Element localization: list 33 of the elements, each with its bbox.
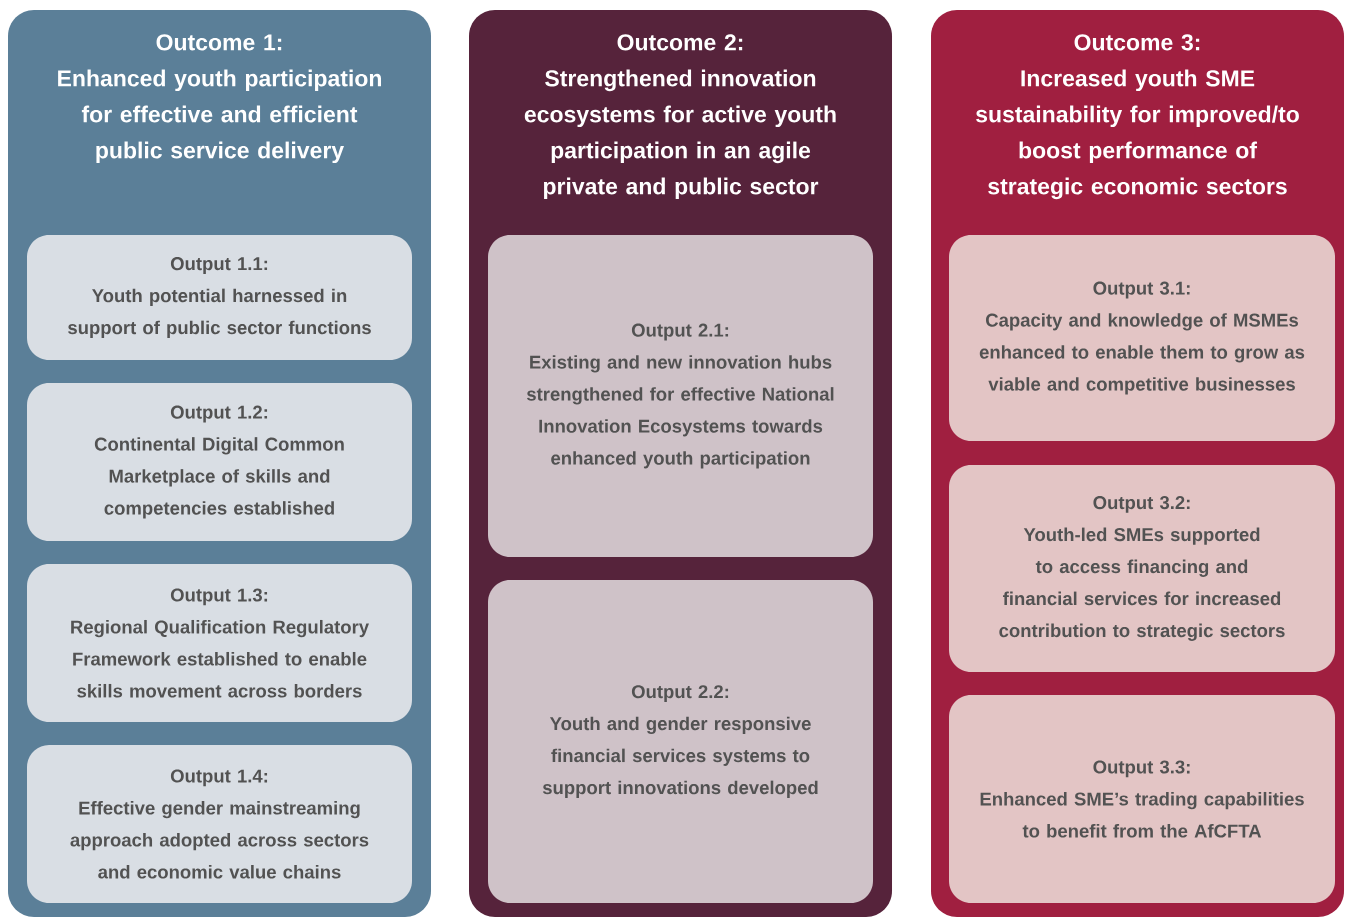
output-heading: Output 3.3:	[1093, 760, 1190, 778]
output-text: Youth potential harnessed in support of public sector functions	[68, 288, 371, 338]
output-text: Effective gender mainstreaming approach adopted across sectors and economic value chains	[70, 800, 369, 879]
output-box	[949, 695, 1335, 903]
output-box	[488, 235, 873, 557]
output-box	[949, 465, 1335, 672]
output-box	[27, 745, 412, 903]
output-box	[949, 235, 1335, 441]
output-heading: Output 2.1:	[631, 323, 729, 341]
output-heading: Output 1.4:	[170, 769, 268, 787]
output-box	[27, 383, 412, 541]
output-heading: Output 1.1:	[170, 257, 268, 274]
outcome-heading: Outcome 3:	[1074, 34, 1200, 51]
outcome-heading: Outcome 1:	[156, 34, 282, 51]
outcome-text: Enhanced youth participation for effective and efficient public service delivery	[58, 69, 381, 164]
output-box	[27, 235, 412, 360]
output-heading: Output 1.3:	[170, 588, 268, 606]
output-heading: Output 3.2:	[1093, 496, 1190, 513]
output-text: Enhanced SME’s trading capabilities to benefit from the AfCFTA	[980, 791, 1304, 838]
output-text: Youth and gender responsive financial services systems to support innovations developed	[542, 716, 818, 798]
output-box	[27, 564, 412, 722]
output-box	[488, 580, 873, 903]
output-text: Continental Digital Common Marketplace of skills and competencies established	[94, 437, 344, 519]
output-text: Regional Qualification Regulatory Framework established to enable skills movement across borders	[71, 619, 369, 698]
output-heading: Output 2.2:	[631, 685, 729, 702]
outcome-text: Increased youth SME sustainability for improved/to boost performance of strategic economic sectors	[976, 69, 1299, 200]
output-text: Capacity and knowledge of MSMEs enhanced to enable them to grow as viable and competitive businesses	[979, 313, 1305, 395]
output-text: Existing and new innovation hubs strengthened for effective National Innovation Ecosystems towards enhanced youth participation	[526, 355, 834, 469]
outcome-text: Strengthened innovation ecosystems for active youth participation in an agile private and public sector	[524, 69, 836, 200]
output-heading: Output 3.1:	[1093, 281, 1190, 299]
outcome-heading: Outcome 2:	[617, 34, 743, 51]
output-text: Youth-led SMEs supported to access financing and financial services for increased contribution to strategic sectors	[999, 527, 1285, 641]
output-heading: Output 1.2:	[170, 405, 268, 423]
